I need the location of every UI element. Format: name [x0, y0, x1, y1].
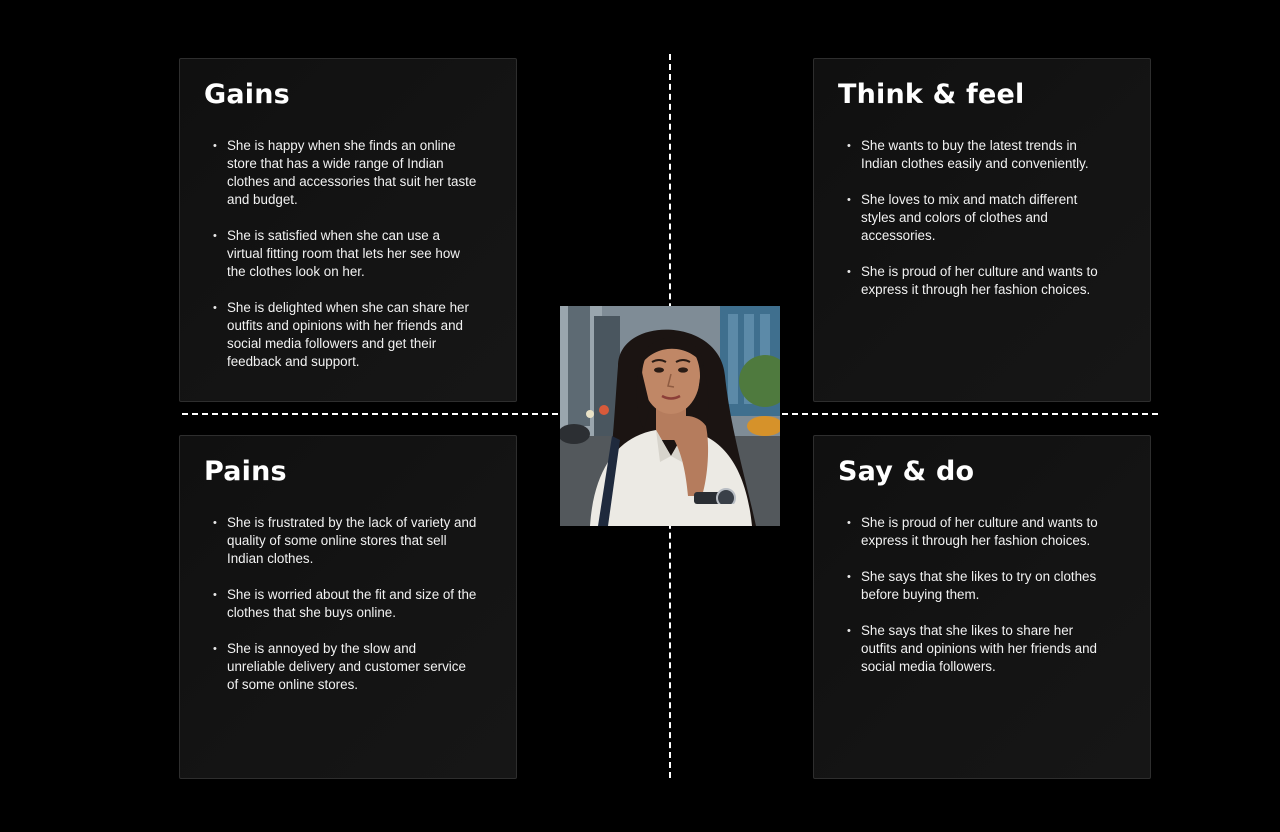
- pains-item: She is worried about the fit and size of…: [213, 586, 477, 622]
- gains-title: Gains: [204, 79, 290, 110]
- gains-list: She is happy when she finds an online st…: [204, 137, 492, 371]
- think-feel-title: Think & feel: [838, 79, 1025, 110]
- gains-item: She is happy when she finds an online st…: [213, 137, 477, 209]
- gains-item: She is satisfied when she can use a virt…: [213, 227, 477, 281]
- pains-card: Pains She is frustrated by the lack of v…: [179, 435, 517, 779]
- gains-card: Gains She is happy when she finds an onl…: [179, 58, 517, 402]
- say-do-item: She says that she likes to try on clothe…: [847, 568, 1111, 604]
- pains-list: She is frustrated by the lack of variety…: [204, 514, 492, 694]
- pains-item: She is frustrated by the lack of variety…: [213, 514, 477, 568]
- persona-photo: [560, 306, 780, 526]
- gains-item: She is delighted when she can share her …: [213, 299, 477, 371]
- think-feel-list: She wants to buy the latest trends in In…: [838, 137, 1126, 299]
- pains-title: Pains: [204, 456, 287, 487]
- think-feel-card: Think & feel She wants to buy the latest…: [813, 58, 1151, 402]
- say-do-card: Say & do She is proud of her culture and…: [813, 435, 1151, 779]
- think-feel-item: She is proud of her culture and wants to…: [847, 263, 1111, 299]
- persona-photo-icon: [560, 306, 780, 526]
- say-do-list: She is proud of her culture and wants to…: [838, 514, 1126, 676]
- pains-item: She is annoyed by the slow and unreliabl…: [213, 640, 477, 694]
- say-do-title: Say & do: [838, 456, 975, 487]
- say-do-item: She says that she likes to share her out…: [847, 622, 1111, 676]
- think-feel-item: She wants to buy the latest trends in In…: [847, 137, 1111, 173]
- say-do-item: She is proud of her culture and wants to…: [847, 514, 1111, 550]
- think-feel-item: She loves to mix and match different sty…: [847, 191, 1111, 245]
